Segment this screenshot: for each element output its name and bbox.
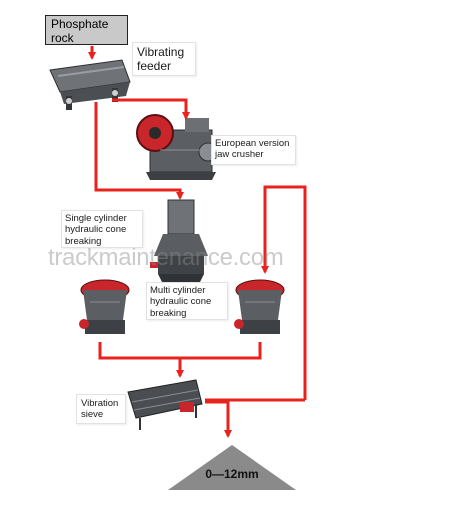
single-cylinder-cone-crusher-icon — [150, 199, 208, 286]
vibration-sieve-line-1: Vibration — [81, 398, 119, 409]
flow-arrow-return-loop — [261, 185, 307, 400]
single-cone-line-3: breaking — [65, 235, 102, 247]
single-cylinder-cone-label: Single cylinder hydraulic cone breaking — [61, 210, 143, 248]
source-material-line-2: rock — [51, 30, 74, 45]
vibrating-feeder-line-1: Vibrating — [137, 45, 185, 59]
single-cone-line-1: Single cylinder — [65, 213, 127, 224]
vibration-sieve-line-2: sieve — [81, 409, 104, 421]
flow-lines — [88, 46, 307, 438]
flow-line-cones-collector — [98, 342, 262, 360]
multi-cylinder-cone-crusher-right-icon — [234, 279, 285, 334]
multi-cylinder-cone-label: Multi cylinder hydraulic cone breaking — [146, 282, 228, 320]
single-cone-line-2: hydraulic cone — [65, 224, 127, 236]
jaw-crusher-label: European version jaw crusher — [211, 135, 296, 165]
vibrating-feeder-line-2: feeder — [137, 59, 172, 74]
multi-cone-line-1: Multi cylinder — [150, 285, 206, 296]
vibrating-feeder-machine-icon — [49, 59, 131, 110]
source-material-line-1: Phosphate — [51, 17, 109, 31]
vibrating-feeder-label: Vibrating feeder — [132, 42, 196, 76]
jaw-crusher-machine-icon — [136, 114, 218, 180]
watermark-text: trackmaintenance.com — [48, 244, 284, 271]
vibration-sieve-label: Vibration sieve — [76, 394, 126, 424]
multi-cone-line-3: breaking — [150, 307, 187, 319]
multi-cylinder-cone-crusher-left-icon — [79, 279, 130, 334]
product-size-label: 0—12mm — [205, 467, 259, 481]
source-material-label: Phosphate rock — [45, 15, 128, 45]
jaw-crusher-line-2: jaw crusher — [215, 149, 264, 161]
flow-arrow-bypass-to-cone — [94, 102, 184, 200]
jaw-crusher-line-1: European version — [215, 138, 290, 149]
flow-arrow-to-product — [205, 400, 232, 438]
vibration-sieve-machine-icon — [127, 379, 203, 430]
multi-cone-line-2: hydraulic cone — [150, 296, 212, 308]
flow-arrow-feeder-to-jaw — [112, 98, 190, 120]
product-stockpile — [168, 445, 296, 490]
